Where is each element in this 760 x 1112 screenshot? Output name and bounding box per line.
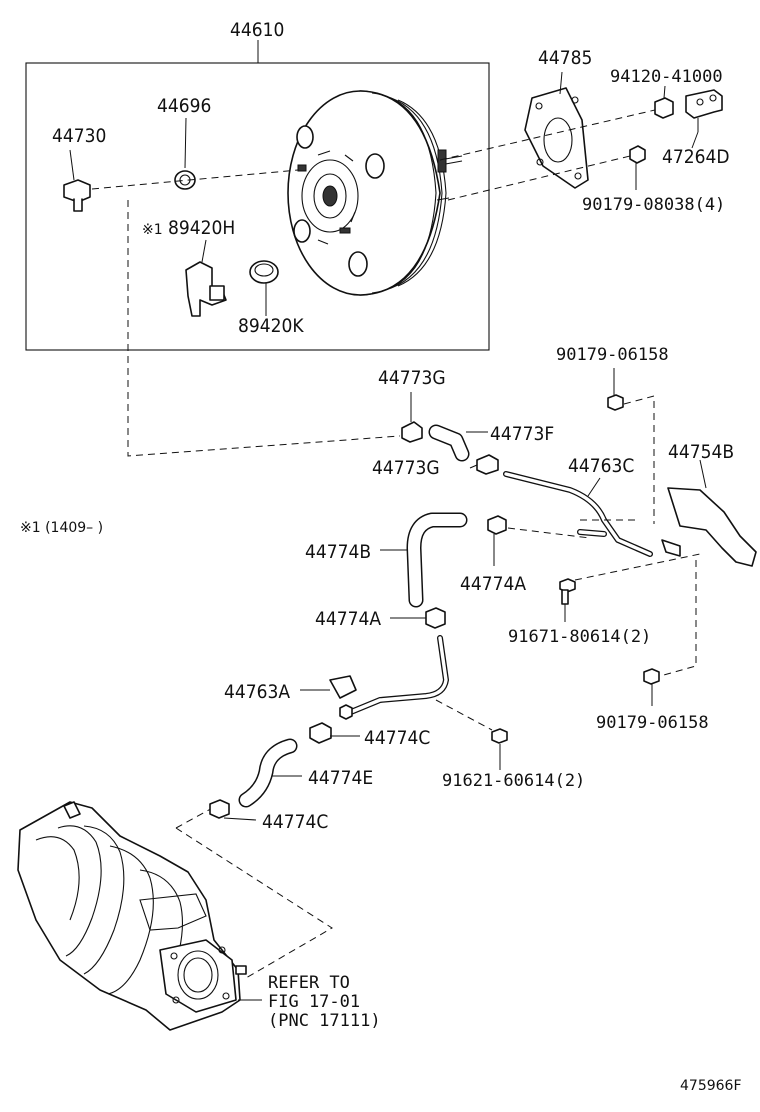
label-44773G-top: 44773G: [378, 367, 446, 389]
label-44774C-bottom: 44774C: [262, 811, 328, 833]
label-44785: 44785: [538, 47, 592, 69]
bracket-44754B: [661, 459, 757, 567]
label-90179-08038: 90179-08038(4): [582, 195, 725, 215]
nut-94120-41000: [654, 85, 674, 119]
label-91671-80614: 91671-80614(2): [508, 627, 651, 647]
label-44763A: 44763A: [224, 681, 290, 703]
label-44774E: 44774E: [308, 767, 373, 789]
clamp-44774C-bottom: [209, 799, 257, 821]
label-44730: 44730: [52, 125, 106, 147]
label-47264D: 47264D: [662, 146, 730, 168]
pipe-dashed-lines: [175, 699, 493, 979]
bolt-91621-60614: [491, 728, 508, 770]
nut-90179-06158-bottom: [643, 668, 660, 706]
label-89420H-mark: ※1: [142, 222, 163, 238]
assembly-dashed-lines: [91, 109, 656, 457]
bracket-dashed-lines: [507, 395, 701, 677]
clamp-44774C-top: [309, 722, 360, 744]
check-valve-44730: [63, 149, 91, 212]
clevis-47264D: [685, 89, 723, 149]
clamp-44773G-mid: [469, 454, 499, 475]
intake-manifold: [17, 801, 262, 1031]
label-44696: 44696: [157, 95, 211, 117]
grommet-89420K: [249, 260, 279, 316]
label-90179-06158-bottom: 90179-06158: [596, 713, 709, 733]
grommet-44696: [174, 117, 196, 190]
label-44754B: 44754B: [668, 441, 734, 463]
refer-line-1: REFER TO: [268, 973, 350, 993]
nut-90179-08038: [629, 145, 646, 190]
label-44610: 44610: [230, 19, 284, 41]
label-89420K: 89420K: [238, 315, 304, 337]
refer-line-3: (PNC 17111): [268, 1011, 381, 1031]
clamp-44774A-right: [487, 515, 507, 566]
part-labels: 44610 44785 94120-41000 44696 44730 4726…: [20, 19, 742, 1094]
hose-44774B: [380, 512, 468, 608]
label-44774C-top: 44774C: [364, 727, 430, 749]
clamp-44773G-top: [401, 392, 423, 443]
footnote: ※1 (1409– ): [20, 520, 103, 536]
illustration-code: 475966F: [680, 1078, 742, 1094]
hose-44774E: [238, 738, 302, 808]
label-44773G-mid: 44773G: [372, 457, 440, 479]
nut-90179-06158-top: [607, 368, 624, 411]
label-44774A-left: 44774A: [315, 608, 381, 630]
assembly-box-44610: [25, 40, 490, 351]
hose-44773F: [428, 424, 488, 462]
label-91621-60614: 91621-60614(2): [442, 771, 585, 791]
clamp-44774A-left: [390, 607, 446, 629]
refer-line-2: FIG 17-01: [268, 992, 360, 1012]
label-44774A-right: 44774A: [460, 573, 526, 595]
label-90179-06158-top: 90179-06158: [556, 345, 669, 365]
label-89420H: 89420H: [168, 217, 235, 239]
gasket-44785: [524, 71, 589, 189]
bolt-91671-80614: [559, 578, 576, 622]
pressure-sensor-89420H: [185, 239, 227, 317]
label-44774B: 44774B: [305, 541, 371, 563]
pipe-44763A: [300, 635, 449, 720]
label-94120-41000: 94120-41000: [610, 67, 723, 87]
brake-booster: [287, 90, 463, 296]
label-44773F: 44773F: [490, 423, 554, 445]
pipe-44763C: [503, 471, 653, 557]
label-44763C: 44763C: [568, 455, 634, 477]
